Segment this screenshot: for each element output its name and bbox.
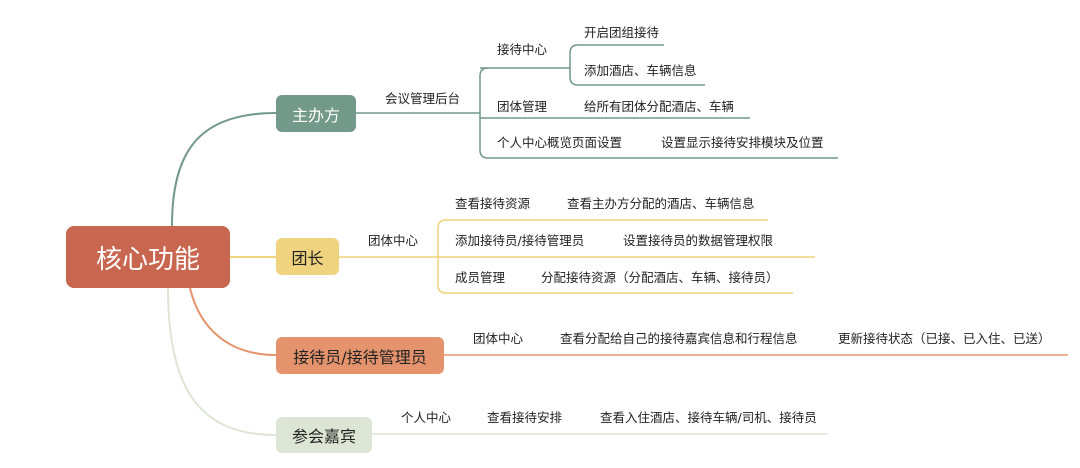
topic[interactable]: 个人中心: [401, 410, 452, 425]
root-node[interactable]: 核心功能: [66, 226, 230, 288]
topic[interactable]: 成员管理: [455, 270, 506, 285]
topic[interactable]: 团体中心: [473, 331, 524, 346]
topic[interactable]: 查看接待安排: [487, 410, 563, 425]
topic[interactable]: 个人中心概览页面设置: [497, 135, 623, 150]
topic[interactable]: 设置接待员的数据管理权限: [623, 233, 774, 248]
topic[interactable]: 查看入住酒店、接待车辆/司机、接待员: [600, 410, 817, 425]
topic[interactable]: 查看分配给自己的接待嘉宾信息和行程信息: [560, 331, 798, 346]
connector-receptionist: [189, 287, 277, 356]
topic[interactable]: 查看主办方分配的酒店、车辆信息: [567, 196, 755, 211]
topic[interactable]: 开启团组接待: [584, 25, 660, 40]
topic[interactable]: 设置显示接待安排模块及位置: [661, 135, 824, 150]
leader-node[interactable]: 团长: [276, 238, 339, 275]
topic[interactable]: 查看接待资源: [455, 196, 531, 211]
topic[interactable]: 更新接待状态（已接、已入住、已送）: [838, 331, 1051, 346]
connector-organizer: [171, 112, 277, 227]
topic[interactable]: 分配接待资源（分配酒店、车辆、接待员）: [541, 270, 779, 285]
receptionist-node[interactable]: 接待员/接待管理员: [276, 337, 444, 374]
organizer-node[interactable]: 主办方: [276, 95, 356, 132]
topic[interactable]: 团体管理: [497, 99, 548, 114]
guest-node[interactable]: 参会嘉宾: [276, 417, 372, 453]
topic[interactable]: 团体中心: [368, 233, 419, 248]
topic[interactable]: 添加接待员/接待管理员: [455, 233, 585, 248]
topic[interactable]: 给所有团体分配酒店、车辆: [584, 99, 735, 114]
topic[interactable]: 接待中心: [497, 42, 548, 57]
connector-guest: [167, 287, 277, 436]
topic[interactable]: 会议管理后台: [385, 91, 461, 106]
topic[interactable]: 添加酒店、车辆信息: [584, 63, 697, 78]
